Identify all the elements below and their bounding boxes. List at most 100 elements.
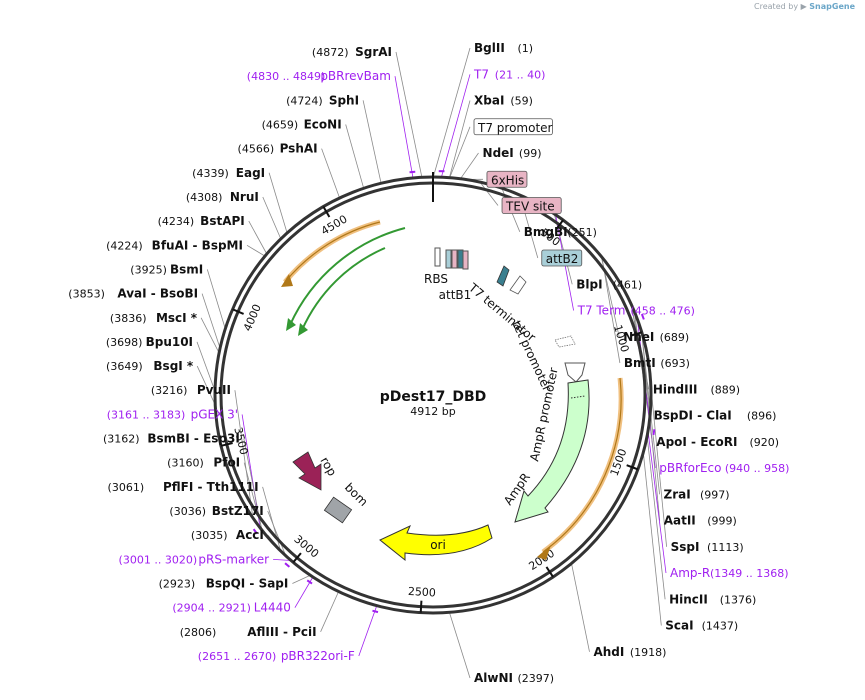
site-name: pBR322ori-F <box>281 649 355 663</box>
primer-marker <box>640 313 645 320</box>
site-name: AflIII - PciI <box>247 625 316 639</box>
site-name: BglII <box>474 41 505 55</box>
site-coord: (251) <box>567 226 597 239</box>
leader-line <box>646 435 666 600</box>
site-name: SspI <box>671 540 700 554</box>
leader-line <box>358 605 378 657</box>
site-coord: (3925) <box>130 263 167 276</box>
site-name: PflFI - Tth111I <box>163 480 259 494</box>
tet-promoter-feature <box>509 275 527 295</box>
site-name: T7 <box>473 67 489 81</box>
site-name: XbaI <box>474 94 504 108</box>
site-name: pRS-marker <box>198 552 269 566</box>
site-label-enzyme: AlwNI (2397) <box>474 671 554 685</box>
leader-line <box>553 213 573 285</box>
feature-label: attB2 <box>546 252 579 266</box>
site-name: BspDI - ClaI <box>654 409 732 423</box>
site-label-primer: pBR322ori-F(2651 .. 2670) <box>198 649 355 663</box>
feature-label-box <box>501 197 562 214</box>
site-name: ZraI <box>664 487 691 501</box>
site-name: NheI <box>623 330 654 344</box>
leader-line <box>246 244 266 257</box>
ampr-promoter-label: AmpR promoter <box>527 366 561 462</box>
site-name: BlpI <box>576 277 602 291</box>
site-label-enzyme: BsmI(3925) <box>130 262 203 276</box>
site-coord: (1113) <box>707 541 744 554</box>
leader-line <box>320 591 339 632</box>
site-coord: (4566) <box>238 143 275 156</box>
leader-line <box>267 510 287 556</box>
site-label-feature-pink: 6xHis <box>486 170 528 188</box>
site-label-enzyme: EagI(4339) <box>192 166 265 180</box>
site-name: pBRforEco <box>659 461 721 475</box>
feature-label-box <box>541 249 583 267</box>
site-coord: (4308) <box>186 191 223 204</box>
site-coord: (21 .. 40) <box>495 68 546 81</box>
feature-label: T7 promoter <box>477 121 553 135</box>
ori-label: ori <box>430 538 446 552</box>
site-label-enzyme: BstAPI(4234) <box>158 214 245 228</box>
site-label-feature-blue: attB2 <box>541 249 583 267</box>
site-label-primer: pGEX 3'(3161 .. 3183) <box>107 407 238 421</box>
site-name: PshAI <box>280 142 318 156</box>
rop-feature <box>292 451 322 491</box>
site-label-enzyme: ApoI - EcoRI(920) <box>656 435 779 449</box>
leader-line <box>248 220 268 255</box>
site-coord: (4224) <box>106 239 143 252</box>
orange-arc-right-core <box>542 377 622 553</box>
site-name: AlwNI <box>474 671 513 685</box>
site-coord: (2904 .. 2921) <box>172 602 251 615</box>
tick-mark <box>630 331 643 337</box>
primer-marker <box>284 562 291 568</box>
site-coord: (4659) <box>262 118 299 131</box>
leader-line <box>642 452 662 626</box>
site-name: SgrAI <box>355 45 392 59</box>
leader-line <box>234 390 254 518</box>
leader-line <box>449 612 471 679</box>
site-name: AatII <box>664 514 696 528</box>
site-name: BmgBI <box>524 225 568 239</box>
site-label-enzyme: AatII(999) <box>664 514 737 528</box>
site-label-enzyme: BmtI(693) <box>624 356 690 370</box>
site-name: BspQI - SapI <box>206 577 289 591</box>
site-coord: (4872) <box>312 46 349 59</box>
leader-line <box>196 365 216 405</box>
site-label-enzyme: EcoNI(4659) <box>262 117 342 131</box>
green-arrow-outer-head <box>286 318 296 331</box>
site-label-enzyme: PvuII(3216) <box>151 383 231 397</box>
site-name: AccI <box>236 528 264 542</box>
leader-line <box>268 172 288 234</box>
primer-marker <box>252 528 258 535</box>
site-coord: (2397) <box>518 672 555 685</box>
site-label-enzyme: HincII(1376) <box>669 592 756 606</box>
site-label-enzyme: XbaI(59) <box>474 94 533 108</box>
site-coord: (3161 .. 3183) <box>107 408 186 421</box>
site-label-enzyme: ZraI (997) <box>664 487 730 501</box>
site-coord: (997) <box>700 488 730 501</box>
site-label-enzyme: NruI(4308) <box>186 190 259 204</box>
leader-line <box>200 317 220 354</box>
site-label-primer: pBRrevBam(4830 .. 4849) <box>247 69 391 83</box>
tick-mark <box>545 566 554 578</box>
site-name: BfuAI - BspMI <box>152 238 243 252</box>
tet-promoter-hatch <box>554 335 576 348</box>
tick-mark <box>555 219 564 231</box>
green-arrow-inner-head <box>298 323 308 336</box>
site-coord: (1349 .. 1368) <box>710 567 789 580</box>
site-label-feature-pink: TEV site <box>501 197 562 214</box>
orange-arc-top-left-head <box>281 274 293 287</box>
site-label-enzyme: BstZ17I(3036) <box>169 504 263 518</box>
leader-line <box>196 341 216 392</box>
leader-line <box>201 293 221 349</box>
site-coord: (3160) <box>167 457 204 470</box>
site-coord: (1918) <box>630 646 667 659</box>
ampr-promoter-dots <box>570 395 586 399</box>
site-name: HindIII <box>653 382 698 396</box>
leader-line <box>449 100 471 178</box>
site-label-enzyme: SgrAI (4872) <box>312 45 392 59</box>
site-coord: (896) <box>747 410 777 423</box>
site-coord: (940 .. 958) <box>725 462 790 475</box>
site-markers <box>252 170 656 614</box>
site-coord: (3216) <box>151 384 188 397</box>
leader-line <box>273 559 292 561</box>
